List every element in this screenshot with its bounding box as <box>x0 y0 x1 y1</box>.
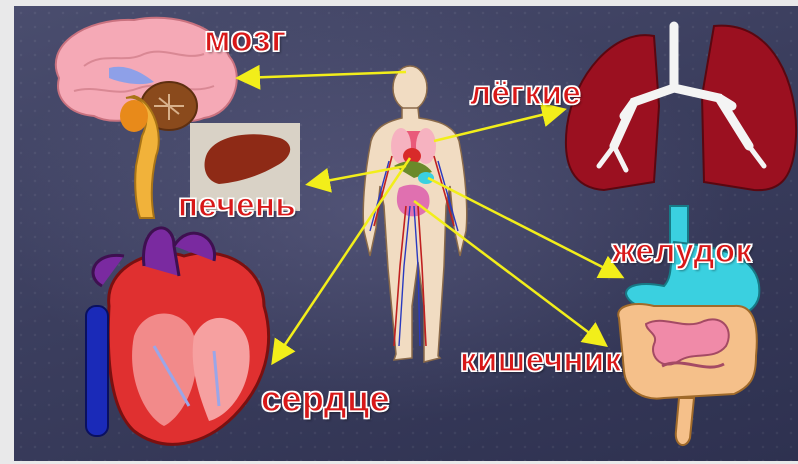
heart-illustration <box>86 228 269 444</box>
arrow-to-lungs <box>434 110 562 141</box>
arrow-to-brain <box>240 72 406 78</box>
label-brain: мозг <box>204 18 287 60</box>
intestine-illustration <box>618 304 757 445</box>
lungs-illustration <box>566 26 796 191</box>
label-intestine: кишечник <box>460 341 622 379</box>
label-lungs: лёгкие <box>470 74 581 112</box>
slide: мозг лёгкие печень желудок кишечник серд… <box>14 6 798 461</box>
label-liver: печень <box>178 186 296 224</box>
human-body-illustration <box>363 66 466 362</box>
label-stomach: желудок <box>612 232 753 270</box>
label-heart: сердце <box>261 378 390 420</box>
